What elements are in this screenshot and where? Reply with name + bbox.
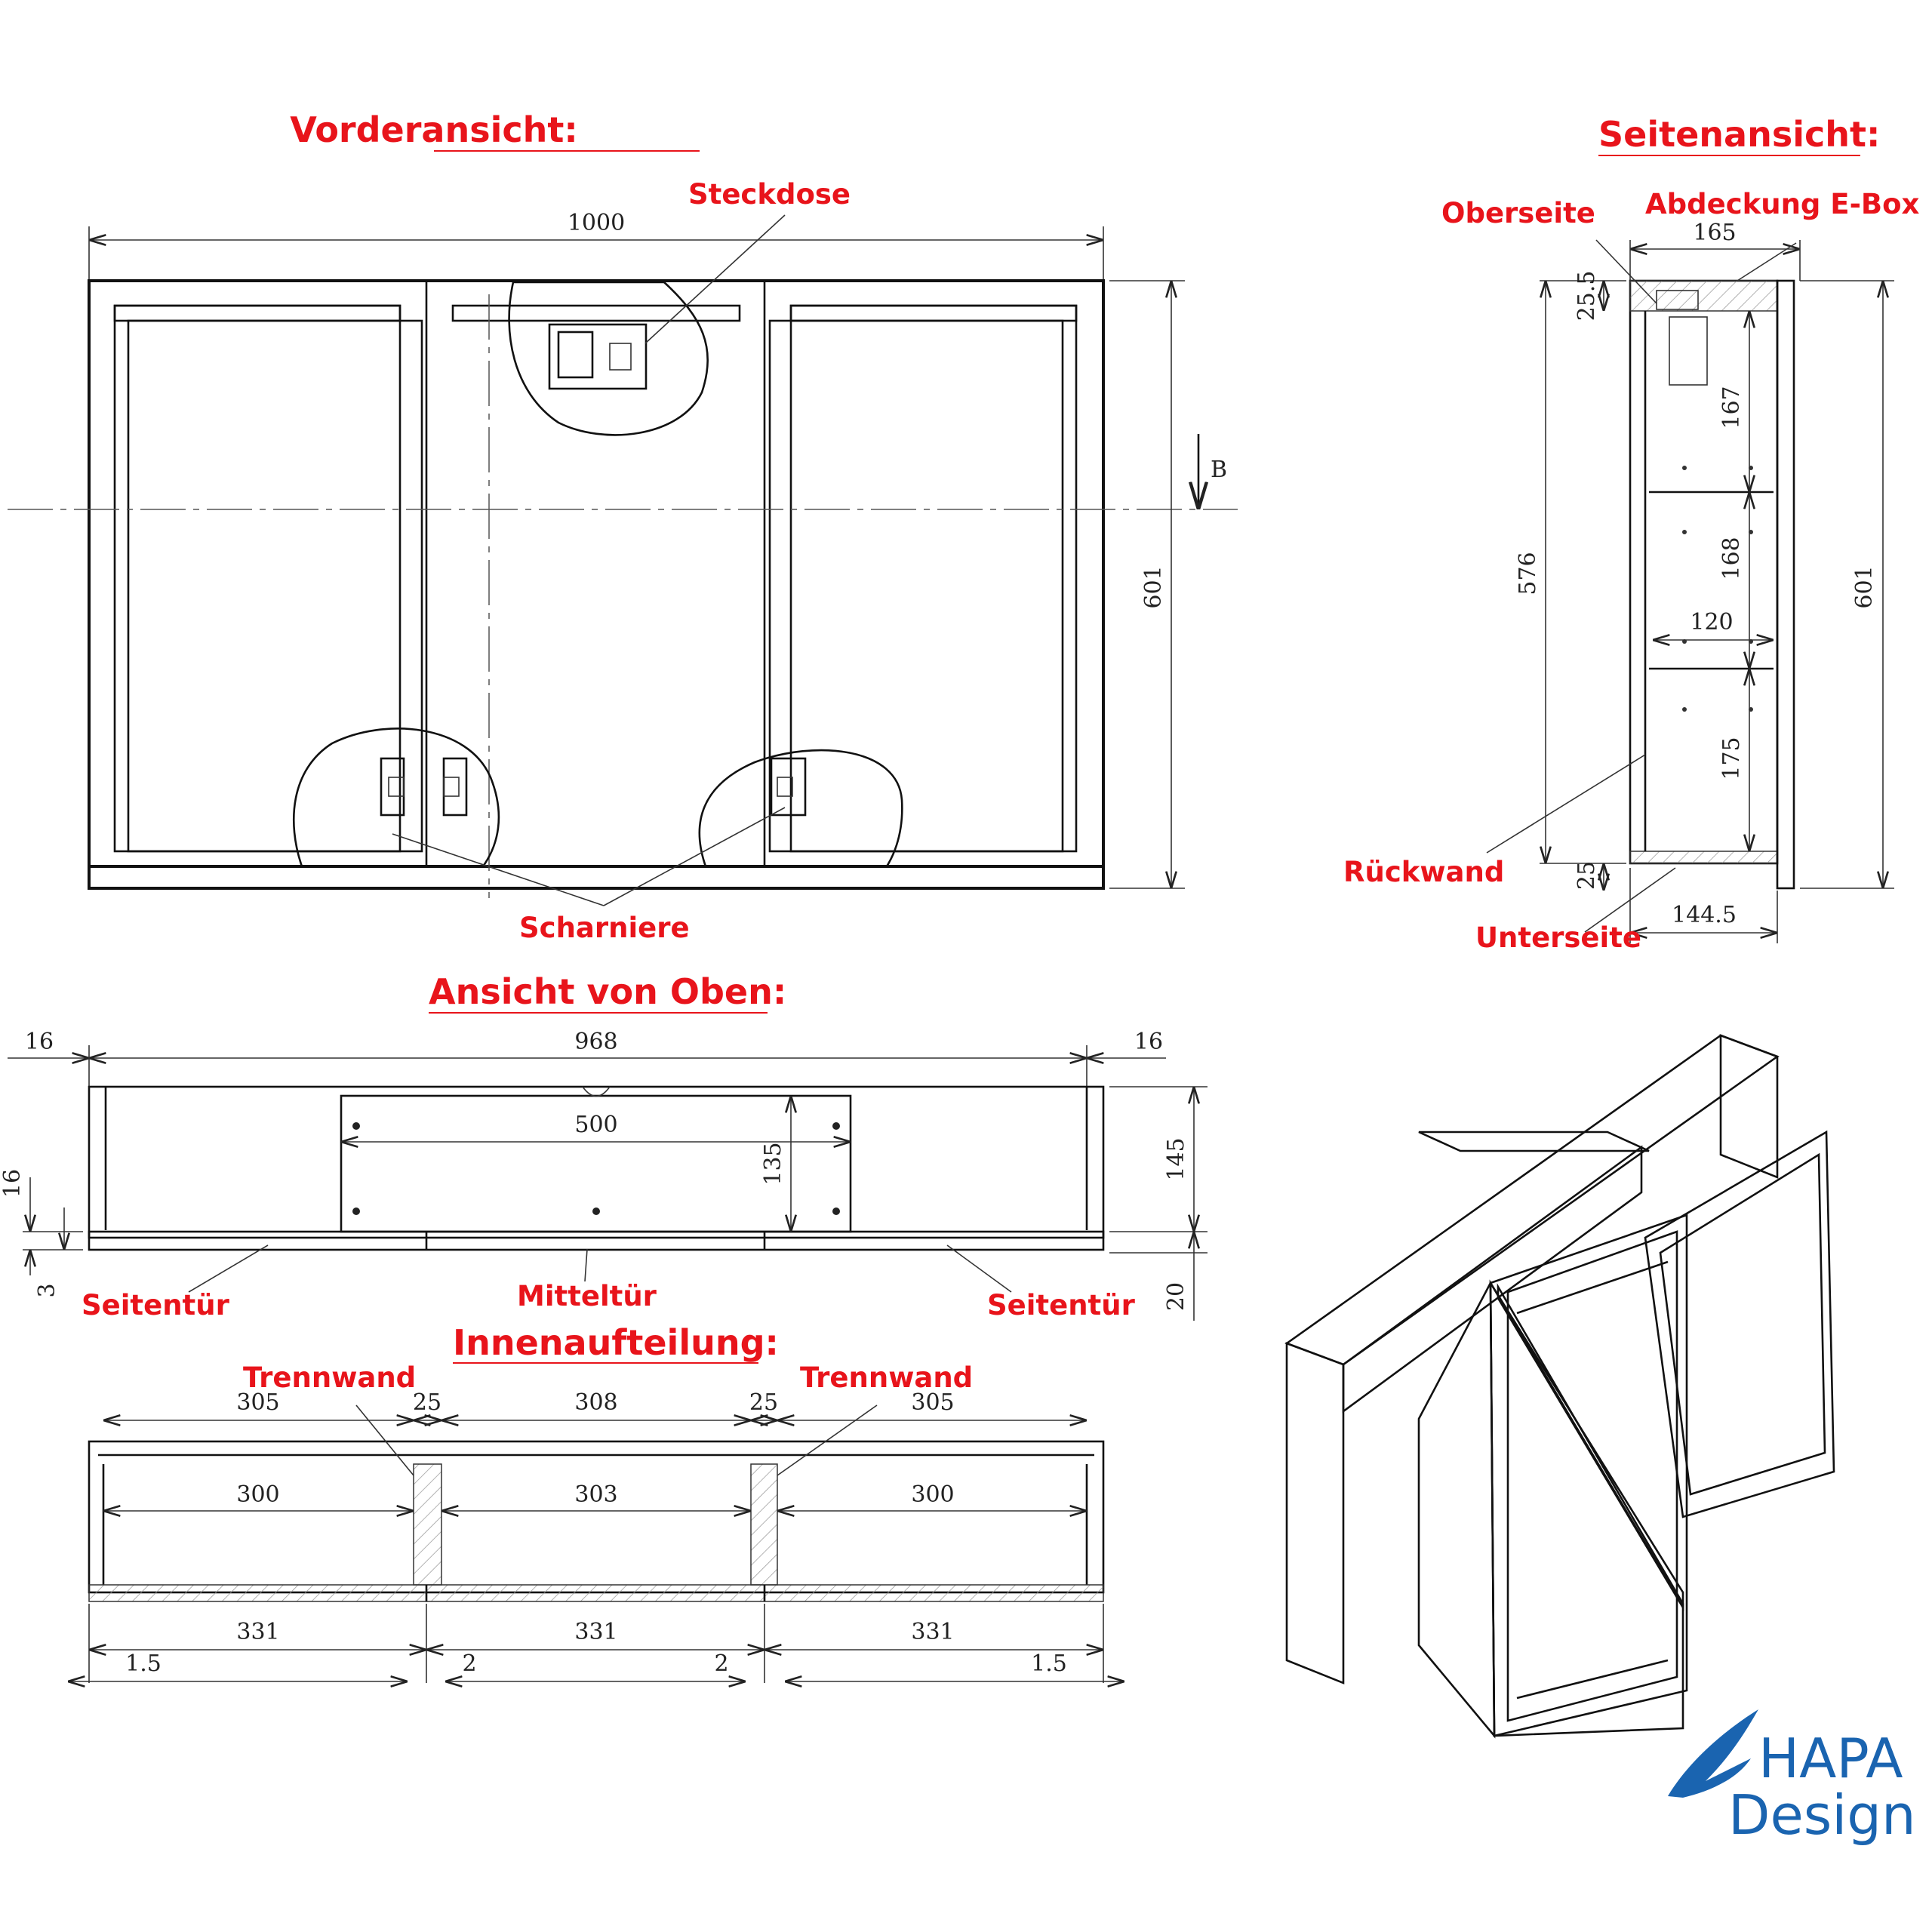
comp-left-dim: 305 — [236, 1389, 279, 1416]
comp-mid-dim: 308 — [574, 1389, 617, 1416]
wall-right-dim: 25 — [749, 1389, 778, 1416]
middle-door-label: Mitteltür — [517, 1280, 657, 1312]
wall-left-dim: 25 — [413, 1389, 441, 1416]
interior-view: 305 25 308 25 305 300 303 300 331 331 33… — [68, 1361, 1124, 1683]
comp-right-dim: 305 — [911, 1389, 954, 1416]
top-depth-dim: 145 — [1163, 1137, 1189, 1180]
door-left-dim: 331 — [236, 1619, 279, 1645]
side-total-height-dim: 601 — [1851, 565, 1878, 608]
gap-right-dim: 1.5 — [1031, 1651, 1067, 1677]
top-gap-dim: 3 — [34, 1283, 60, 1297]
back-wall-label: Rückwand — [1343, 856, 1504, 888]
socket-label: Steckdose — [688, 178, 851, 211]
front-view: 1000 B 601 Steckdose — [8, 178, 1238, 944]
front-height-dim: 601 — [1140, 565, 1167, 608]
shelf-mid-dim: 303 — [574, 1481, 617, 1508]
side-door-right-label: Seitentür — [987, 1289, 1136, 1321]
shelf-left-dim: 300 — [236, 1481, 279, 1508]
svg-text:HAPA: HAPA — [1758, 1727, 1903, 1790]
top-door-thick-dim: 16 — [0, 1169, 26, 1198]
door-mid-dim: 331 — [574, 1619, 617, 1645]
top-side-label: Oberseite — [1441, 197, 1595, 229]
gap-ml-dim: 2 — [462, 1651, 476, 1677]
door-right-dim: 331 — [911, 1619, 954, 1645]
top-door-offset-dim: 20 — [1163, 1282, 1189, 1311]
side-view-title: Seitenansicht: — [1598, 114, 1880, 156]
isometric-view — [1284, 1034, 1835, 1739]
top-inner-width-dim: 968 — [574, 1029, 617, 1055]
svg-text:Vorderansicht:: Vorderansicht: — [290, 109, 578, 150]
side-depth-bottom-dim: 144.5 — [1672, 902, 1737, 928]
side-inner-height-dim: 576 — [1515, 552, 1541, 595]
ebox-depth-dim: 135 — [760, 1142, 786, 1185]
divider-left-label: Trennwand — [243, 1361, 416, 1394]
svg-text:Innenaufteilung:: Innenaufteilung: — [453, 1322, 779, 1363]
feather-icon — [1668, 1709, 1758, 1798]
top-right-margin-dim: 16 — [1134, 1029, 1163, 1055]
divider-right-label: Trennwand — [800, 1361, 973, 1394]
side-shelf3-dim: 175 — [1718, 737, 1745, 780]
section-marker: B — [1211, 457, 1227, 483]
front-view-title: Vorderansicht: — [290, 109, 700, 152]
gap-mr-dim: 2 — [714, 1651, 728, 1677]
top-view: 16 968 16 500 135 145 20 16 3 — [0, 1029, 1208, 1321]
ebox-cover-label: Abdeckung E-Box — [1645, 188, 1920, 220]
side-view: 165 25.5 576 25 167 168 175 120 — [1343, 188, 1920, 954]
side-shelf-depth-dim: 120 — [1690, 609, 1733, 635]
top-left-margin-dim: 16 — [25, 1029, 54, 1055]
bottom-side-label: Unterseite — [1475, 921, 1641, 954]
front-width-dim: 1000 — [568, 210, 625, 236]
svg-text:Seitenansicht:: Seitenansicht: — [1598, 114, 1880, 155]
hapa-logo: HAPA Design — [1668, 1709, 1916, 1847]
interior-title: Innenaufteilung: — [453, 1322, 779, 1364]
side-shelf1-dim: 167 — [1718, 386, 1745, 429]
side-top-gap-dim: 25.5 — [1574, 271, 1600, 321]
top-view-title: Ansicht von Oben: — [429, 971, 786, 1014]
gap-left-dim: 1.5 — [125, 1651, 162, 1677]
side-door-left-label: Seitentür — [82, 1289, 230, 1321]
hinges-label: Scharniere — [519, 912, 690, 944]
svg-text:Design: Design — [1728, 1783, 1916, 1847]
side-bottom-gap-dim: 25 — [1574, 861, 1600, 890]
svg-text:Ansicht von Oben:: Ansicht von Oben: — [429, 971, 786, 1012]
side-depth-top-dim: 165 — [1693, 220, 1736, 246]
ebox-width-dim: 500 — [574, 1112, 617, 1138]
side-shelf2-dim: 168 — [1718, 537, 1745, 580]
shelf-right-dim: 300 — [911, 1481, 954, 1508]
